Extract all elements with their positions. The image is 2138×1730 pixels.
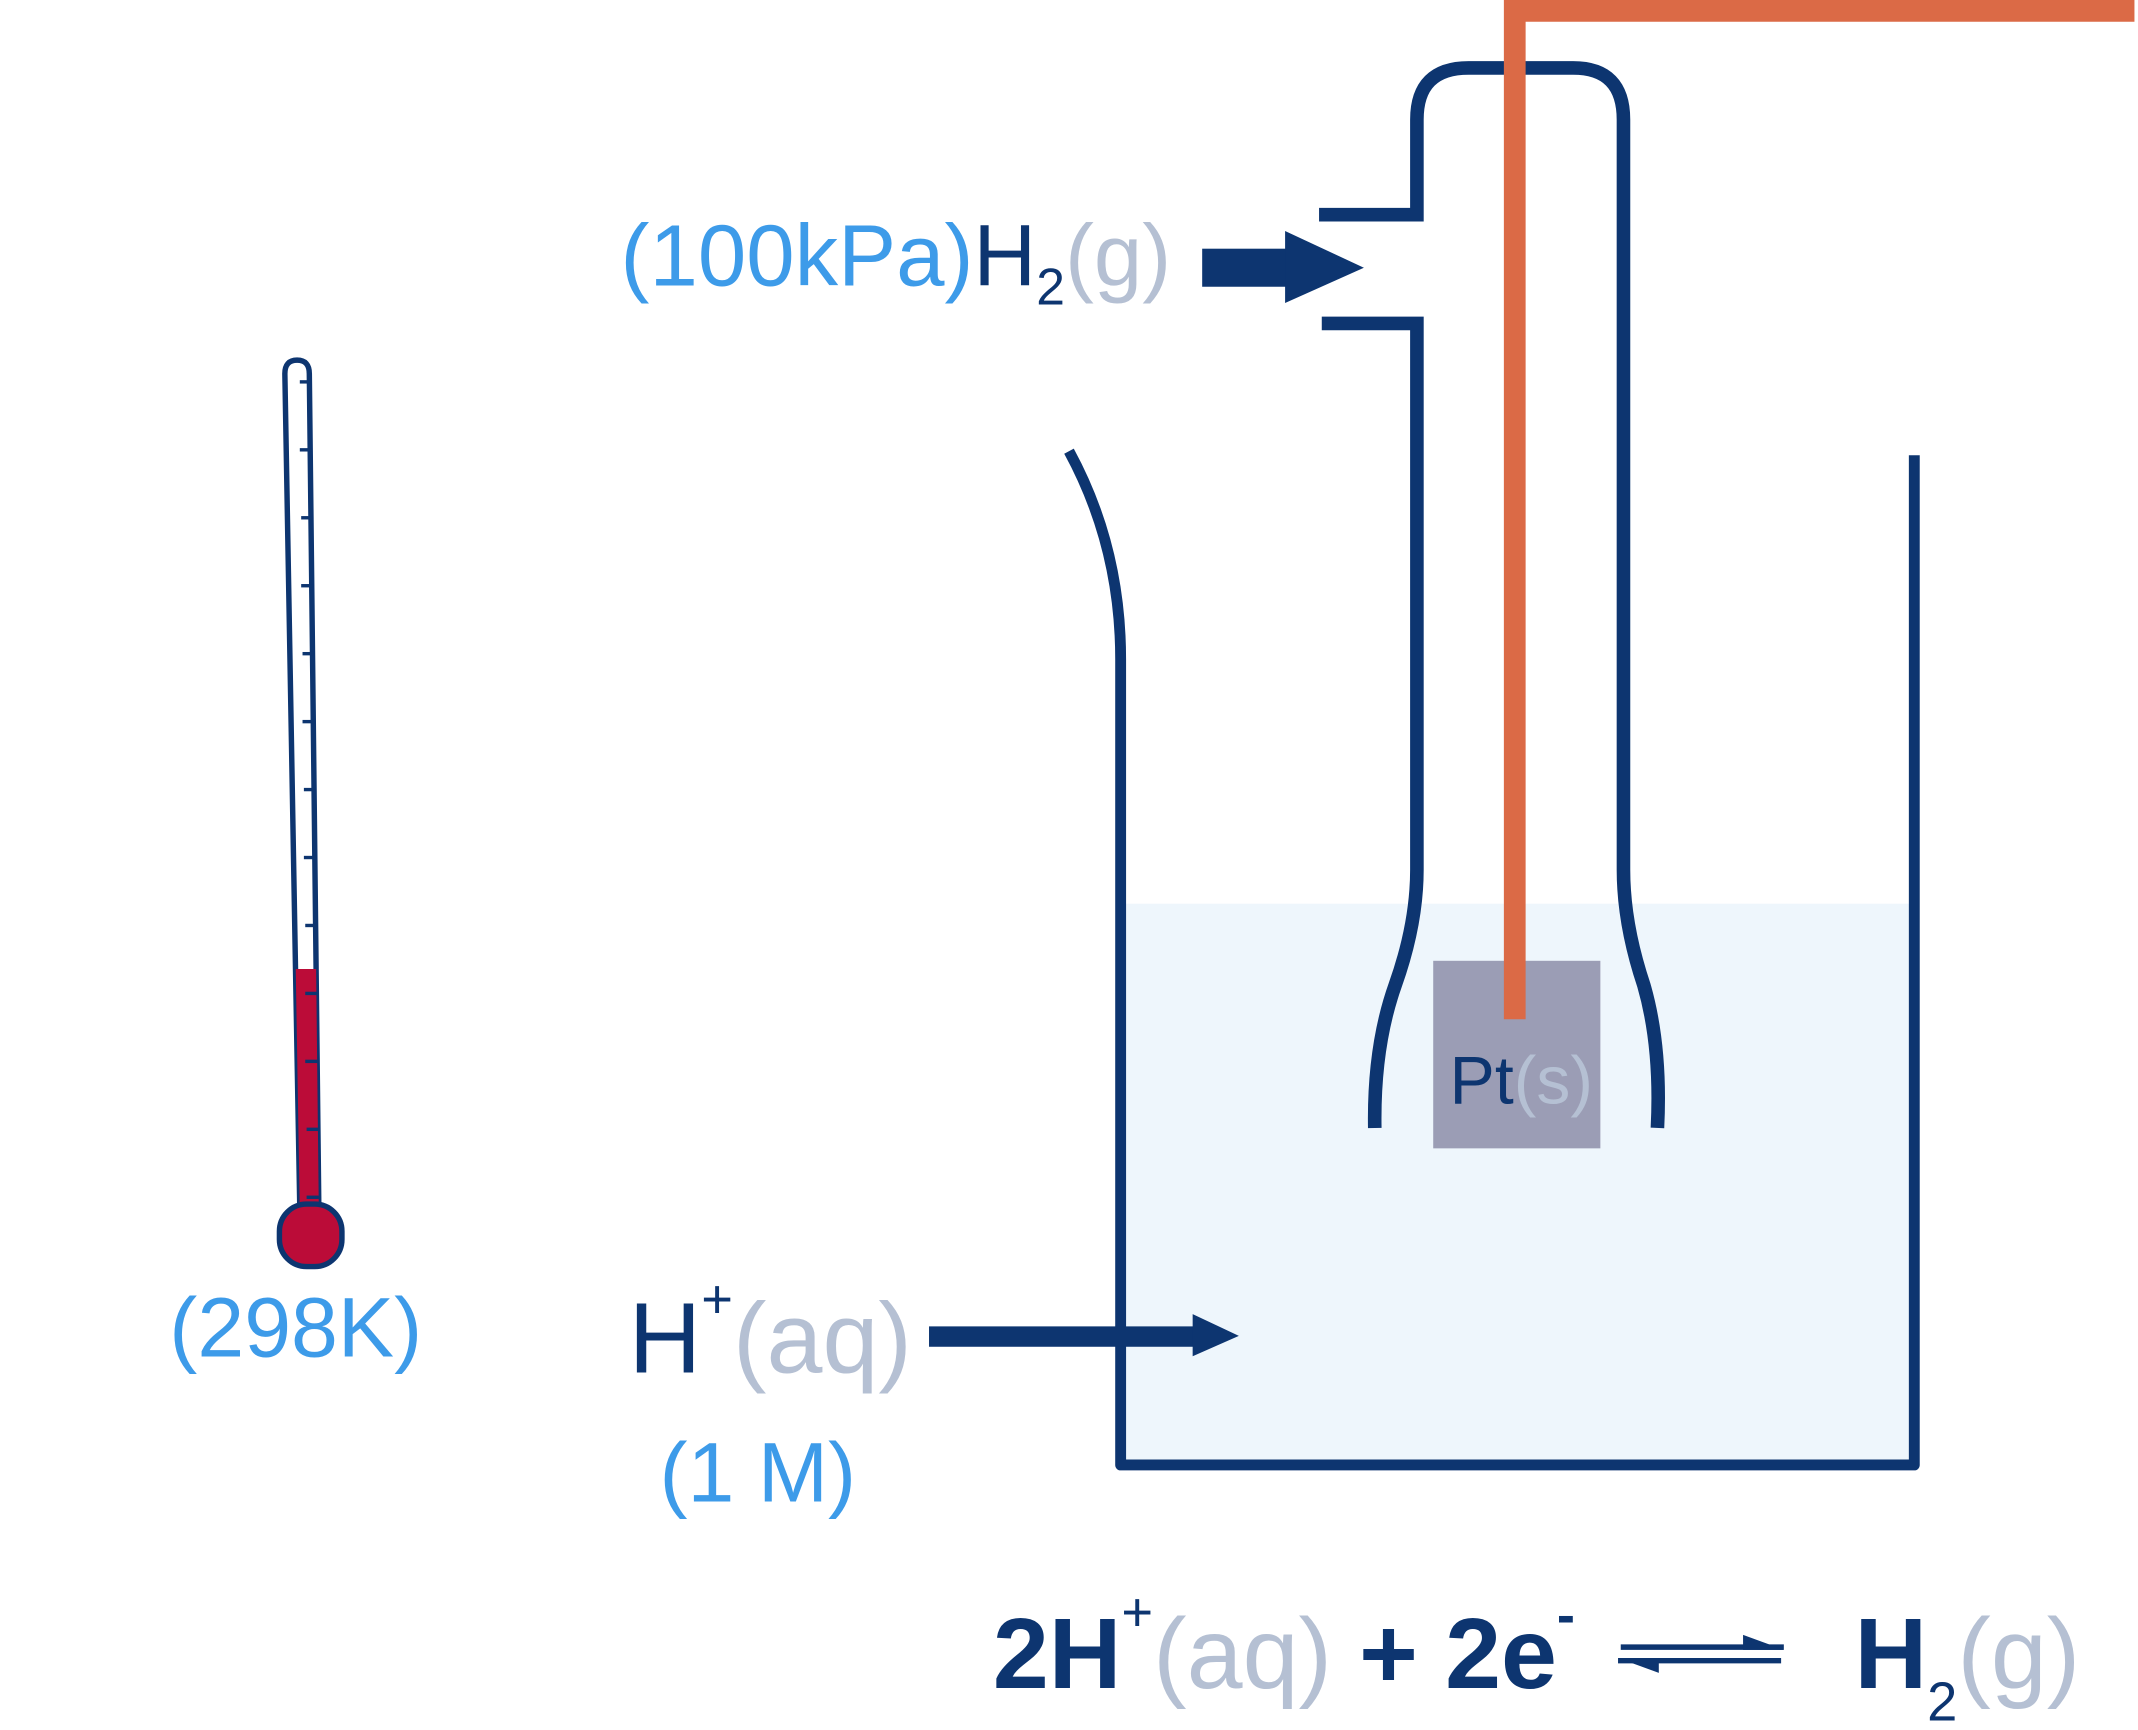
eq-plus: + (1359, 1598, 1418, 1710)
pressure-label: (100kPa) (621, 207, 974, 304)
equation-product: H2(g) (1854, 1598, 2080, 1730)
eq-product: H (1854, 1598, 1927, 1710)
ion-species: H (629, 1283, 702, 1395)
half-equation: 2H+(aq)+2e- (993, 1582, 1575, 1710)
concentration-label: (1 M) (660, 1426, 857, 1520)
ion-charge: + (701, 1269, 733, 1330)
gas-inlet-arrow-icon (1202, 231, 1364, 304)
electrode-state: (s) (1514, 1043, 1593, 1119)
wire (1503, 0, 2135, 1020)
eq-reactant: 2H (993, 1598, 1122, 1710)
temperature-label: (298K) (169, 1280, 422, 1374)
eq-reactant-charge: + (1121, 1582, 1153, 1643)
solution-arrow-icon (929, 1314, 1239, 1357)
eq-electron-charge: - (1557, 1585, 1575, 1646)
gas-tube-inner-wall (1321, 316, 1424, 1129)
beaker (1064, 448, 1920, 1471)
eq-reactant-state: (aq) (1153, 1598, 1332, 1710)
ion-state: (aq) (733, 1283, 912, 1395)
eq-electrons: 2e (1445, 1598, 1557, 1710)
thermometer-icon (276, 357, 345, 1270)
gas-subscript: 2 (1036, 257, 1065, 315)
equilibrium-arrow-icon (1618, 1634, 1784, 1673)
electrode-label: Pt(s) (1450, 1043, 1593, 1119)
gas-input-label: (100kPa)H2(g) (621, 207, 1172, 315)
solution-species-label: H+(aq) (629, 1269, 912, 1394)
electrode-species: Pt (1450, 1043, 1514, 1119)
eq-product-subscript: 2 (1927, 1671, 1957, 1730)
gas-species: H (973, 207, 1036, 304)
gas-tube (1319, 61, 1665, 1129)
eq-product-state: (g) (1957, 1598, 2080, 1710)
gas-state: (g) (1065, 207, 1171, 304)
